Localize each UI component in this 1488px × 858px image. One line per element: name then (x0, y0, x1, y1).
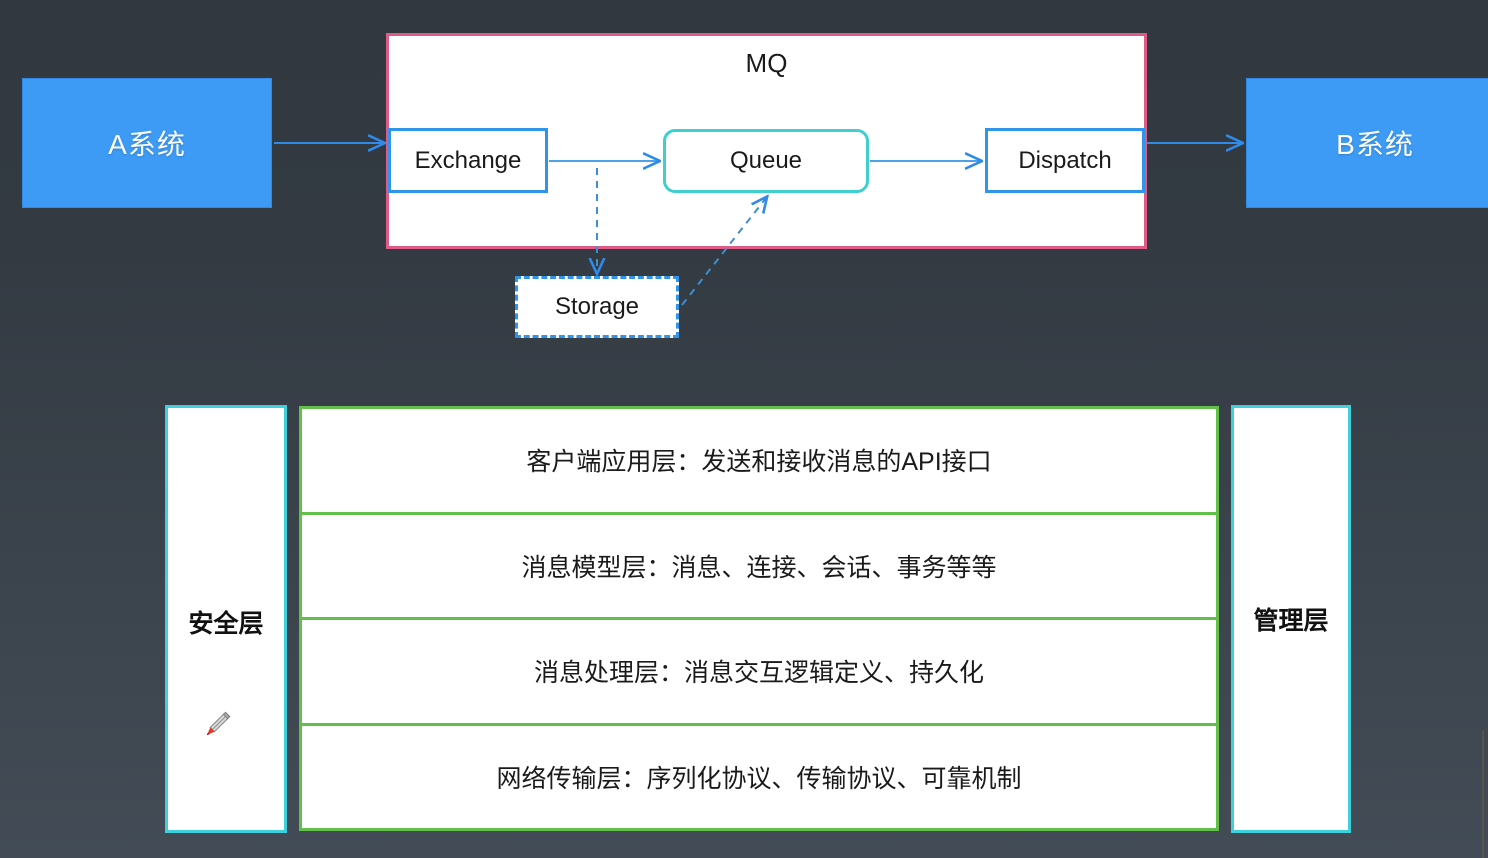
storage-label: Storage (554, 293, 640, 320)
mq-title: MQ (745, 48, 788, 78)
management-layer-label: 管理层 (1253, 607, 1329, 635)
security-layer-label: 安全层 (188, 610, 264, 638)
dispatch-label: Dispatch (1018, 146, 1112, 174)
system-b-box[interactable]: B系统 (1246, 78, 1488, 208)
layer-row[interactable]: 消息模型层：消息、连接、会话、事务等等 (302, 515, 1216, 620)
exchange-label: Exchange (414, 146, 522, 174)
layer-row[interactable]: 消息处理层：消息交互逻辑定义、持久化 (302, 620, 1216, 726)
exchange-box[interactable]: Exchange (388, 128, 548, 193)
queue-box[interactable]: Queue (663, 129, 869, 193)
dispatch-box[interactable]: Dispatch (985, 128, 1145, 193)
system-b-label: B系统 (1336, 129, 1414, 160)
security-layer-box[interactable]: 安全层 (165, 405, 287, 833)
management-layer-box[interactable]: 管理层 (1231, 405, 1351, 833)
system-a-label: A系统 (108, 129, 186, 160)
storage-box[interactable]: Storage (515, 276, 679, 338)
slide-edge-seam (1482, 730, 1484, 858)
system-a-box[interactable]: A系统 (22, 78, 272, 208)
layer-row[interactable]: 客户端应用层：发送和接收消息的API接口 (302, 409, 1216, 515)
protocol-layers-stack: 客户端应用层：发送和接收消息的API接口 消息模型层：消息、连接、会话、事务等等… (299, 406, 1219, 831)
queue-label: Queue (729, 147, 803, 174)
layer-row[interactable]: 网络传输层：序列化协议、传输协议、可靠机制 (496, 764, 1022, 793)
